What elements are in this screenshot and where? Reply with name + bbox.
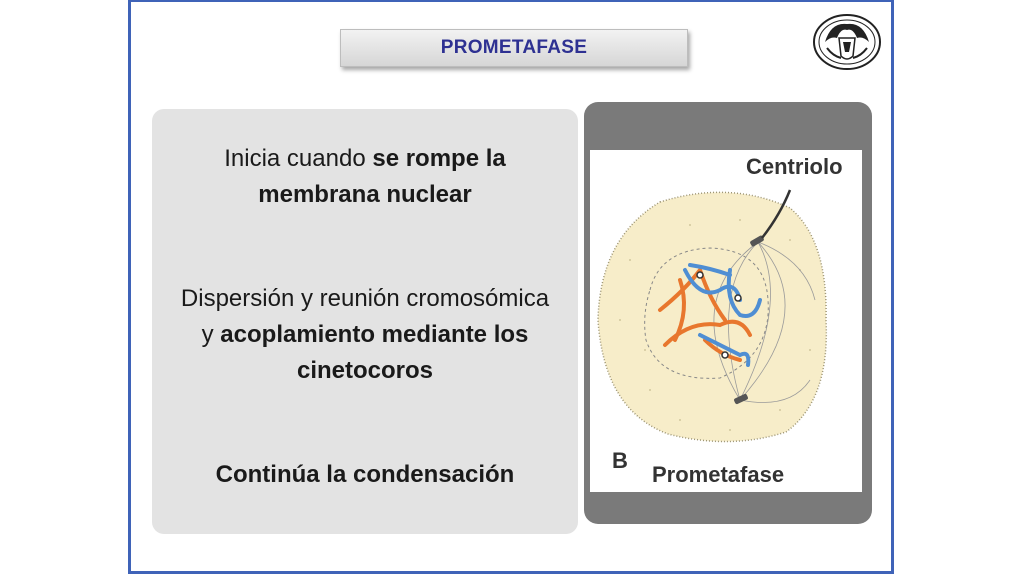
- p1-text: Inicia cuando: [224, 145, 373, 172]
- figure-letter-label: B: [612, 448, 628, 473]
- prometafase-caption: Prometafase: [652, 462, 785, 487]
- paragraph-condensation: Continúa la condensación: [215, 461, 515, 488]
- cell-illustration: [597, 189, 828, 443]
- paragraph-nuclear-membrane: Inicia cuando se rompe la membrana nucle…: [174, 141, 556, 213]
- p2-text: Dispersión y reunión cromosómica y: [180, 285, 550, 348]
- centriole-top: [750, 235, 764, 247]
- prometaphase-figure: Centriolo B Prometafase: [590, 150, 862, 492]
- text-panel: Inicia cuando se rompe la membrana nucle…: [152, 109, 578, 534]
- slide-title: PROMETAFASE: [340, 29, 688, 67]
- centriole-bottom: [734, 393, 748, 405]
- p2-bold-text: acoplamiento mediante los cinetocoros: [220, 321, 529, 384]
- university-crest-icon: [813, 14, 881, 70]
- p1-bold-text: se rompe la membrana nuclear: [258, 145, 506, 208]
- centriolo-pointer: [761, 189, 792, 239]
- centriolo-label: Centriolo: [746, 154, 843, 179]
- nuclear-region: [644, 247, 769, 379]
- paragraph-chromosome-dispersion: Dispersión y reunión cromosómica y acopl…: [174, 281, 556, 389]
- cell-cytoplasm: [597, 191, 828, 443]
